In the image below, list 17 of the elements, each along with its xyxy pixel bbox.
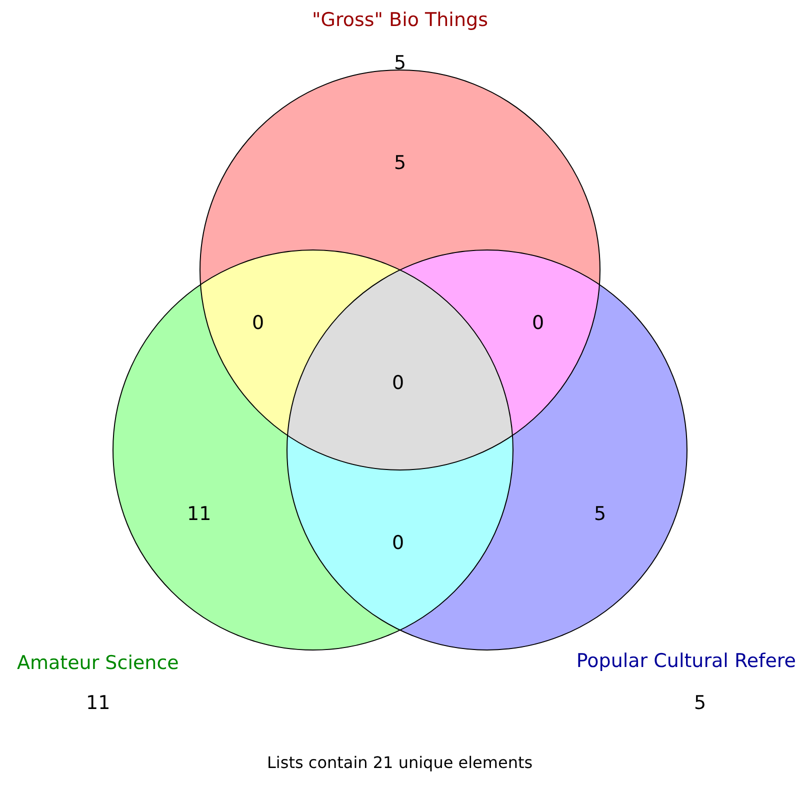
region-count: 0 <box>252 312 264 334</box>
set-title: "Gross" Bio Things <box>312 9 488 31</box>
region-count: 5 <box>394 152 406 174</box>
caption: Lists contain 21 unique elements <box>267 752 533 774</box>
region-count: 0 <box>392 532 404 554</box>
set-total: 5 <box>694 692 706 714</box>
set-total: 5 <box>394 52 406 74</box>
region-count: 0 <box>392 372 404 394</box>
set-title: Popular Cultural Refere <box>576 650 796 672</box>
region-count: 0 <box>532 312 544 334</box>
set-total: 11 <box>86 692 110 714</box>
region-count: 5 <box>594 503 606 525</box>
region-count: 11 <box>187 503 212 525</box>
set-title: Amateur Science <box>17 652 179 674</box>
set-circle <box>200 70 600 470</box>
set-circle <box>112 250 514 650</box>
set-circle <box>286 250 688 650</box>
